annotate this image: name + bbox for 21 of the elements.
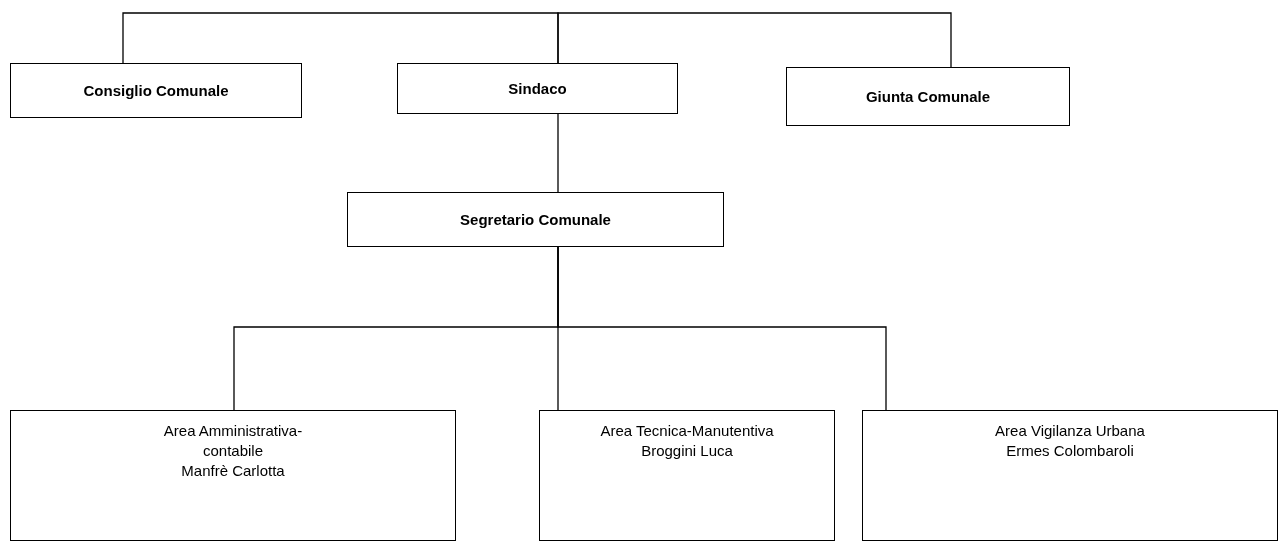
person-name: Ermes Colombaroli <box>1006 441 1134 461</box>
person-name: Broggini Luca <box>641 441 733 461</box>
box-title: Consiglio Comunale <box>83 80 229 101</box>
department-box <box>10 410 456 541</box>
department-name: Area Amministrativa-contabile <box>162 421 304 461</box>
connector-line <box>122 12 559 64</box>
org-box <box>786 67 1070 126</box>
department-box <box>539 410 835 541</box>
department-name: Area Tecnica-Manutentiva <box>600 421 774 441</box>
connector-line <box>557 246 887 411</box>
org-box <box>10 63 302 118</box>
org-box <box>397 63 678 114</box>
org-box <box>347 192 724 247</box>
department-box <box>862 410 1278 541</box>
person-name: Manfrè Carlotta <box>181 461 285 481</box>
box-title: Sindaco <box>508 78 567 99</box>
box-title: Segretario Comunale <box>460 209 611 230</box>
connector-line <box>557 12 952 68</box>
box-title: Giunta Comunale <box>865 86 991 107</box>
connector-line <box>557 113 559 193</box>
department-name: Area Vigilanza Urbana <box>995 421 1145 441</box>
